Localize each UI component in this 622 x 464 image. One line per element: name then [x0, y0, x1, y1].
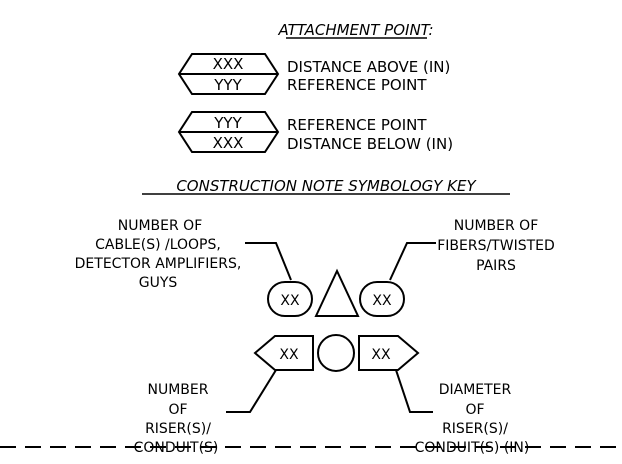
- right-label-line-1: NUMBER OF: [454, 218, 539, 234]
- pill-shape: [267, 281, 313, 317]
- attachment-heading: ATTACHMENT POINT:: [277, 21, 433, 39]
- symbology-heading: CONSTRUCTION NOTE SYMBOLOGY KEY: [176, 177, 477, 195]
- right-arrow-tag-text: XX: [371, 347, 391, 363]
- bottom-right-label: DIAMETER OF RISER(S)/ CONDUIT(S) (IN): [415, 382, 530, 456]
- circle-symbol: [317, 334, 355, 372]
- left-label-line-2: CABLE(S) /LOOPS,: [95, 237, 221, 253]
- left-count-tag-text: XX: [280, 293, 300, 309]
- above-line1: DISTANCE ABOVE (IN): [287, 58, 450, 76]
- right-top-leader-line: [389, 242, 436, 281]
- arrow-shape: [358, 335, 420, 371]
- attachment-above-symbol: XXX YYY: [177, 53, 280, 95]
- left-arrow-tag: XX: [253, 335, 314, 371]
- left-label-line-3: DETECTOR AMPLIFIERS,: [75, 256, 242, 272]
- right-label-line-2: FIBERS/TWISTED: [437, 238, 555, 254]
- bottom-left-line-3: RISER(S)/: [145, 421, 211, 437]
- triangle-symbol: [314, 268, 360, 317]
- below-line1: REFERENCE POINT: [287, 116, 427, 134]
- bottom-right-line-3: RISER(S)/: [442, 421, 508, 437]
- above-top-code: XXX: [213, 55, 244, 73]
- arrow-shape: [253, 335, 314, 371]
- below-line2: DISTANCE BELOW (IN): [287, 135, 453, 153]
- attachment-below-symbol: YYY XXX: [177, 111, 280, 153]
- bottom-left-line-2: OF: [168, 402, 187, 418]
- right-count-tag-text: XX: [372, 293, 392, 309]
- left-label-line-1: NUMBER OF: [118, 218, 203, 234]
- bottom-right-line-2: OF: [465, 402, 484, 418]
- left-top-leader-line: [245, 242, 292, 281]
- right-count-tag: XX: [359, 281, 405, 317]
- below-bottom-code: XXX: [213, 134, 244, 152]
- left-bottom-leader-line: [226, 369, 277, 413]
- right-label-line-3: PAIRS: [476, 258, 516, 274]
- right-label: NUMBER OF FIBERS/TWISTED PAIRS: [437, 218, 555, 274]
- bottom-left-label: NUMBER OF RISER(S)/ CONDUIT(S): [134, 382, 219, 456]
- bottom-right-line-4: CONDUIT(S) (IN): [415, 440, 530, 456]
- bottom-left-line-1: NUMBER: [148, 382, 209, 398]
- left-label: NUMBER OF CABLE(S) /LOOPS, DETECTOR AMPL…: [75, 218, 242, 291]
- left-arrow-tag-text: XX: [279, 347, 299, 363]
- above-bottom-code: YYY: [213, 76, 242, 94]
- right-bottom-leader-line: [395, 369, 433, 413]
- right-arrow-tag: XX: [358, 335, 420, 371]
- pill-shape: [359, 281, 405, 317]
- left-label-line-4: GUYS: [139, 275, 178, 291]
- left-count-tag: XX: [267, 281, 313, 317]
- bottom-right-line-1: DIAMETER: [439, 382, 512, 398]
- below-top-code: YYY: [213, 114, 242, 132]
- above-line2: REFERENCE POINT: [287, 76, 427, 94]
